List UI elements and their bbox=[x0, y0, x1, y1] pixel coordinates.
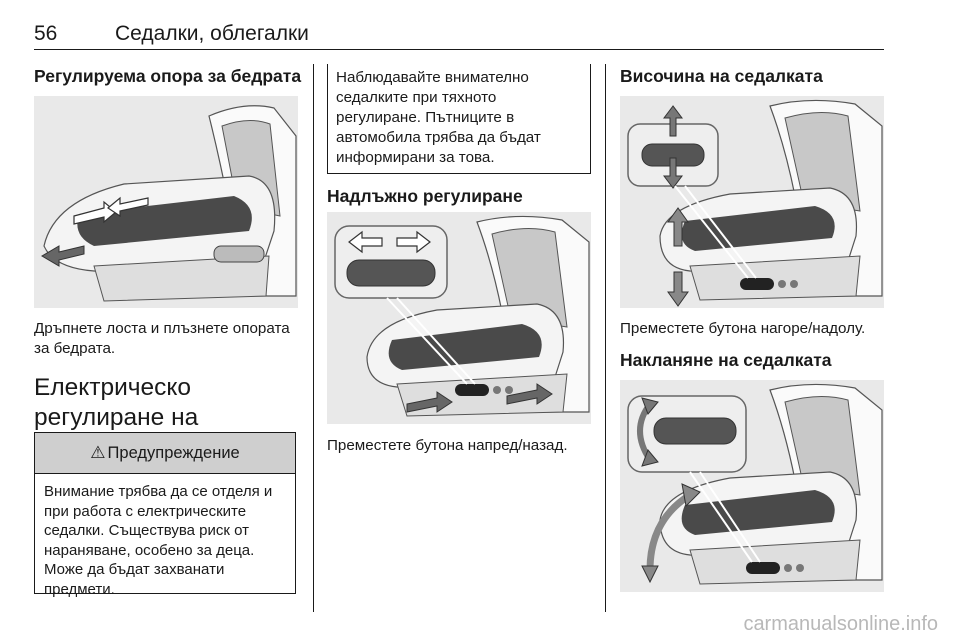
warning-icon: ⚠ bbox=[90, 443, 106, 462]
watermark: carmanualsonline.info bbox=[743, 613, 938, 635]
header-divider bbox=[34, 49, 884, 50]
figure-longitudinal bbox=[327, 212, 591, 424]
seat-height-illustration bbox=[627, 99, 883, 307]
heading-seat-tilt: Накланяне на седалката bbox=[620, 350, 832, 370]
heading-longitudinal: Надлъжно регулиране bbox=[327, 186, 523, 206]
figure-seat-height bbox=[620, 96, 884, 308]
figure-thigh-support bbox=[34, 96, 298, 308]
caption-thigh-support: Дръпнете лоста и плъзнете опората за бед… bbox=[34, 320, 290, 357]
warning-title: Предупреждение bbox=[107, 443, 240, 462]
caption-seat-height: Преместете бутона нагоре/надолу. bbox=[620, 320, 866, 337]
caption-longitudinal: Преместете бутона напред/назад. bbox=[327, 437, 568, 454]
note-box: Наблюдавайте внимателно седалките при тя… bbox=[327, 64, 591, 174]
heading-thigh-support: Регулируема опора за бедрата bbox=[34, 66, 302, 86]
seat-longitudinal-illustration bbox=[334, 215, 590, 417]
seat-thigh-illustration bbox=[41, 105, 297, 302]
section-title: Седалки, облегалки bbox=[115, 22, 309, 45]
heading-seat-height: Височина на седалката bbox=[620, 66, 823, 86]
warning-header: ⚠ Предупреждение bbox=[35, 433, 295, 474]
figure-seat-tilt bbox=[620, 380, 884, 592]
warning-text: Внимание трябва да се отделя и при работ… bbox=[44, 483, 273, 598]
page-number: 56 bbox=[34, 22, 58, 45]
column-divider-1 bbox=[313, 64, 314, 612]
seat-tilt-illustration bbox=[627, 383, 883, 585]
column-divider-2 bbox=[605, 64, 606, 612]
warning-box: ⚠ Предупреждение Внимание трябва да се о… bbox=[34, 432, 296, 598]
